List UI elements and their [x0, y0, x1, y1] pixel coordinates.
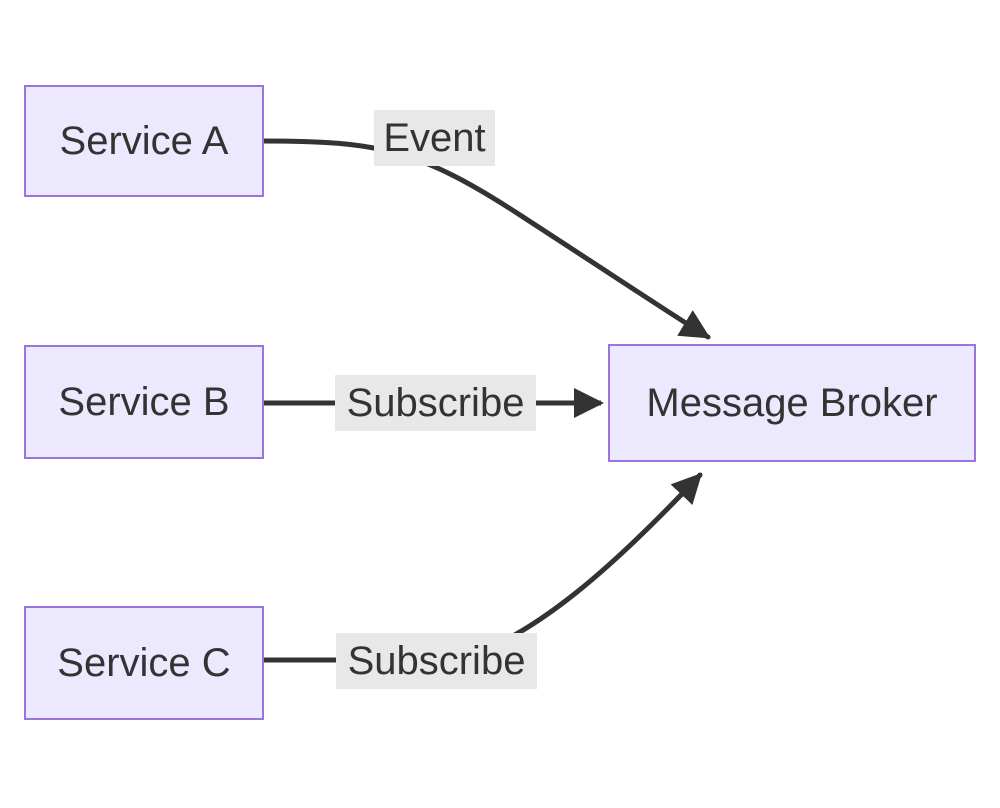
node-message-broker[interactable]: Message Broker [608, 344, 976, 462]
edge-label-subscribe-b-text: Subscribe [346, 381, 525, 425]
edge-label-subscribe-c: Subscribe [336, 633, 537, 689]
node-service-c[interactable]: Service C [24, 606, 264, 720]
node-service-a[interactable]: Service A [24, 85, 264, 197]
edge-label-subscribe-c-text: Subscribe [347, 639, 526, 683]
node-service-b-label: Service B [58, 380, 230, 424]
edge-label-event: Event [374, 110, 495, 166]
node-service-b[interactable]: Service B [24, 345, 264, 459]
node-message-broker-label: Message Broker [646, 381, 938, 425]
edge-label-subscribe-b: Subscribe [335, 375, 536, 431]
edge-service-a-to-message-broker [261, 138, 711, 340]
edge-label-event-text: Event [383, 116, 486, 160]
node-service-c-label: Service C [57, 641, 231, 685]
node-service-a-label: Service A [59, 119, 229, 163]
